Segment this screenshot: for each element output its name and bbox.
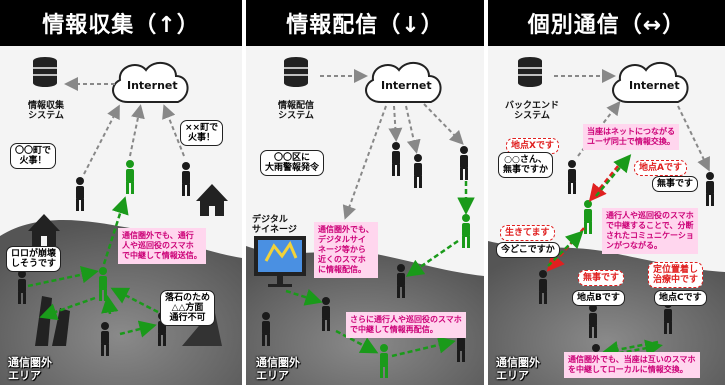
relay-arrow xyxy=(102,196,129,265)
person-icon xyxy=(539,270,547,304)
person-icon xyxy=(392,142,400,176)
arrow xyxy=(388,105,403,142)
speech-bubble: 〇〇町で 火事！ xyxy=(10,143,57,169)
speech-bubble: ××町で 火事！ xyxy=(180,120,224,146)
speech-bubble-red: 生きてます xyxy=(500,225,555,241)
house-fire-icon xyxy=(28,214,60,246)
relay-person-icon xyxy=(462,214,470,248)
person-icon xyxy=(262,312,270,346)
relay-arrow xyxy=(405,239,459,277)
note-box: 当座はネットにつながる ユーザ同士で情報交換。 xyxy=(583,124,679,150)
offline-area-label: 通信圏外 エリア xyxy=(256,356,300,382)
arrow xyxy=(677,105,710,172)
database-icon xyxy=(284,57,308,87)
cloud-icon xyxy=(612,61,689,103)
speech-bubble: 無事です xyxy=(652,176,699,192)
note-box: さらに通行人や巡回役のスマホ で中継して情報再配信。 xyxy=(346,312,466,338)
person-icon xyxy=(18,270,26,304)
note-box: 通信圏外でも、 デジタルサイ ネージ等から 近くのスマホ に情報配信。 xyxy=(314,222,378,278)
cloud-icon xyxy=(365,61,442,103)
arrow xyxy=(423,103,464,145)
panel-collection: 情報収集（↑） xyxy=(0,0,242,385)
speech-bubble: 〇〇区に 大雨警報発令 xyxy=(260,150,325,176)
person-icon xyxy=(568,160,576,194)
relay-arrow xyxy=(110,287,159,314)
speech-bubble-red: 地点Aです xyxy=(634,160,687,176)
relay-arrow xyxy=(595,154,632,197)
person-icon xyxy=(414,154,422,188)
arrow xyxy=(129,104,145,157)
relay-arrow xyxy=(601,340,659,359)
database-icon xyxy=(33,57,57,87)
note-box: 通信圏外でも、当座は互いのスマホ を中継してローカルに情報交換。 xyxy=(564,352,700,378)
speech-bubble-red: 定位置着し 治療中です xyxy=(648,262,704,288)
speech-bubble: ロロが崩壊 しそうです xyxy=(6,246,62,272)
digital-signage-icon xyxy=(254,236,306,287)
relay-arrow xyxy=(101,295,119,315)
panel-collection-graphic xyxy=(0,57,242,385)
relay-person-icon xyxy=(380,344,388,378)
speech-bubble: 地点Cです xyxy=(654,290,707,306)
person-icon xyxy=(397,264,405,298)
system-label: バックエンド システム xyxy=(504,101,559,121)
arrow xyxy=(83,104,120,175)
person-icon xyxy=(101,322,109,356)
database-icon xyxy=(518,57,542,87)
person-icon xyxy=(76,177,84,211)
relay-person-icon xyxy=(126,160,134,194)
internet-label: Internet xyxy=(127,79,178,92)
person-icon xyxy=(460,146,468,180)
person-icon xyxy=(182,162,190,196)
person-icon xyxy=(706,172,714,206)
offline-area-label: 通信圏外 エリア xyxy=(8,356,52,382)
panel-individual: 個別通信（↔） xyxy=(488,0,725,385)
speech-bubble-red: 無事です xyxy=(578,270,625,286)
relay-person-icon xyxy=(99,267,107,301)
system-label: 情報収集 システム xyxy=(27,101,64,121)
relay-arrow xyxy=(39,296,96,321)
person-icon xyxy=(322,297,330,331)
house-fire-icon xyxy=(196,184,228,216)
arrow xyxy=(162,104,185,157)
arrow xyxy=(405,105,421,154)
message-arrow xyxy=(588,165,619,202)
internet-label: Internet xyxy=(381,79,432,92)
relay-person-icon xyxy=(584,200,592,234)
panel-title: 個別通信（↔） xyxy=(488,0,725,46)
speech-bubble: 落石のため △△方面 通行不可 xyxy=(160,290,216,326)
note-box: 通信圏外でも、通行 人や巡回役のスマホ で中継して情報送信。 xyxy=(118,228,206,264)
panel-title: 情報収集（↑） xyxy=(0,0,242,46)
relay-arrow xyxy=(27,266,99,288)
system-label: 情報配信 システム xyxy=(277,101,314,121)
relay-arrow xyxy=(119,320,157,338)
internet-label: Internet xyxy=(629,79,680,92)
speech-bubble: 地点Bです xyxy=(572,290,625,306)
speech-bubble: ○○さん、 無事ですか xyxy=(498,152,554,178)
speech-bubble: 今どこですか xyxy=(496,242,560,258)
relay-arrow xyxy=(391,336,456,358)
person-icon xyxy=(589,304,597,338)
offline-area-label: 通信圏外 エリア xyxy=(496,356,540,382)
relay-arrow xyxy=(335,329,379,354)
cloud-icon xyxy=(112,61,189,103)
arrow xyxy=(342,105,387,220)
panel-distribution: 情報配信（↓） xyxy=(246,0,484,385)
note-box: 通行人や巡回役のスマホ で中継することで、分断 されたコミュニケーショ ンがつな… xyxy=(602,208,698,254)
panel-title: 情報配信（↓） xyxy=(246,0,484,46)
signage-label: デジタル サイネージ xyxy=(252,215,297,235)
relay-arrow xyxy=(285,288,323,306)
